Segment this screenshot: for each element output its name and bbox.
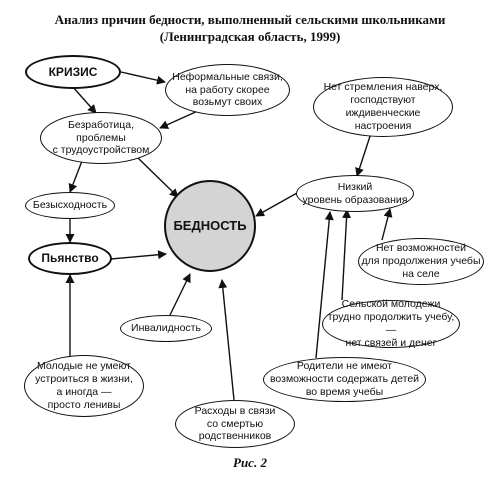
edge-neformalnye-bezrabotica <box>159 109 201 129</box>
node-invalidnost: Инвалидность <box>120 315 212 342</box>
edge-nizkiy-bednost <box>255 192 298 217</box>
edge-selskoy-nizkiy <box>341 209 352 301</box>
node-neformalnye: Неформальные связи, на работу скорее воз… <box>165 64 290 116</box>
node-krizis: КРИЗИС <box>25 55 121 89</box>
edge-rashody-bednost <box>218 279 235 401</box>
edge-krizis-neformalnye <box>120 71 166 85</box>
node-net-vozmozhnostey: Нет возможностей для продолжения учебы н… <box>358 238 484 285</box>
node-selskoy: Сельской молодежи трудно продолжить учеб… <box>322 298 460 349</box>
edge-net-vozmozhnostey-nizkiy <box>381 208 393 241</box>
node-nizkiy: Низкий уровень образования <box>296 175 414 212</box>
edge-bezrabotica-bednost <box>137 157 179 198</box>
edge-pyanstvo-bednost <box>110 250 167 260</box>
edge-invalidnost-bednost <box>169 273 191 316</box>
edge-krizis-bezrabotica <box>71 85 97 114</box>
edge-roditeli-nizkiy <box>315 211 334 359</box>
node-bezyshodnost: Безысходность <box>25 192 115 219</box>
node-bezrabotica: Безработица, проблемы с трудоустройством <box>40 112 162 164</box>
diagram-title-line-2: (Ленинградская область, 1999) <box>159 29 341 44</box>
node-roditeli: Родители не имеют возможности содержать … <box>263 357 426 402</box>
node-molodye: Молодые не умеют устроиться в жизни, а и… <box>24 355 144 417</box>
figure-caption: Рис. 2 <box>233 455 267 470</box>
edge-bezrabotica-bezyshodnost <box>68 160 83 193</box>
node-net-stremleniya: Нет стремления наверх, господствуют ижди… <box>313 77 453 137</box>
node-bednost: БЕДНОСТЬ <box>164 180 256 272</box>
node-pyanstvo: Пьянство <box>28 242 112 275</box>
node-rashody: Расходы в связи со смертью родственников <box>175 400 295 448</box>
diagram-title-line-1: Анализ причин бедности, выполненный сель… <box>54 12 446 27</box>
